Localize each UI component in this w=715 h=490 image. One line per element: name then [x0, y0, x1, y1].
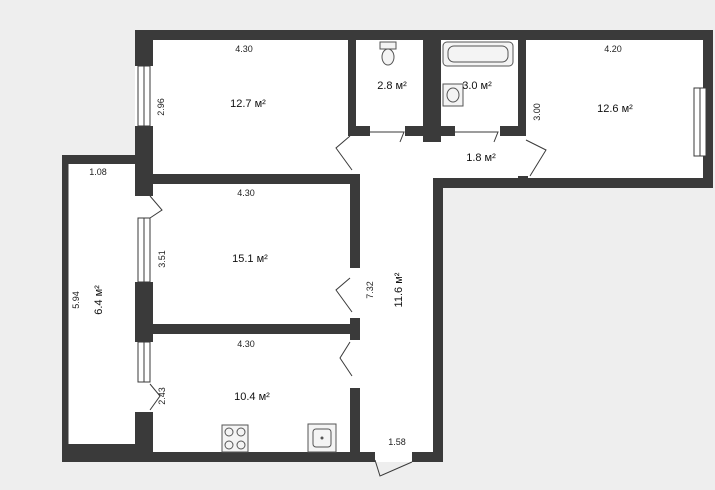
area-labels: 12.7 м² 2.8 м² 3.0 м² 12.6 м² 1.8 м² 15.… [93, 80, 633, 403]
small-hall-area: 1.8 м² [466, 152, 496, 164]
middle-room-height: 3.51 [157, 250, 167, 268]
bottom-room-width: 4.30 [237, 339, 255, 349]
top-right-room-area: 12.6 м² [597, 103, 633, 115]
corridor-width: 1.58 [388, 437, 406, 447]
top-left-room-height: 2.96 [156, 98, 166, 116]
top-left-room-width: 4.30 [235, 44, 253, 54]
fixtures [221, 41, 514, 453]
corridor-length: 7.32 [365, 281, 375, 299]
bathtub-icon [442, 41, 514, 67]
toilet-icon [379, 41, 397, 66]
dimension-labels: 4.30 2.96 4.20 3.00 4.30 3.51 4.30 2.43 … [71, 44, 622, 447]
floor-fill [62, 30, 713, 462]
bottom-room-height: 2.43 [157, 387, 167, 405]
top-right-room-height: 3.00 [532, 103, 542, 121]
middle-room-area: 15.1 м² [232, 253, 268, 265]
doors [149, 131, 547, 477]
sink-icon [442, 83, 464, 107]
corridor-area: 11.6 м² [393, 272, 405, 307]
windows [137, 65, 707, 383]
balcony-outline [62, 155, 144, 462]
toilet-area: 2.8 м² [377, 80, 407, 92]
stove-icon [221, 424, 249, 453]
interior-walls [150, 36, 528, 458]
top-right-room-width: 4.20 [604, 44, 622, 54]
bathroom-area: 3.0 м² [462, 80, 492, 92]
bottom-room-area: 10.4 м² [234, 391, 270, 403]
top-left-room-area: 12.7 м² [230, 98, 266, 110]
balcony-length: 5.94 [71, 291, 81, 309]
kitchen-sink-icon [307, 423, 337, 453]
balcony-area: 6.4 м² [93, 285, 105, 315]
middle-room-width: 4.30 [237, 188, 255, 198]
balcony-width: 1.08 [89, 167, 107, 177]
